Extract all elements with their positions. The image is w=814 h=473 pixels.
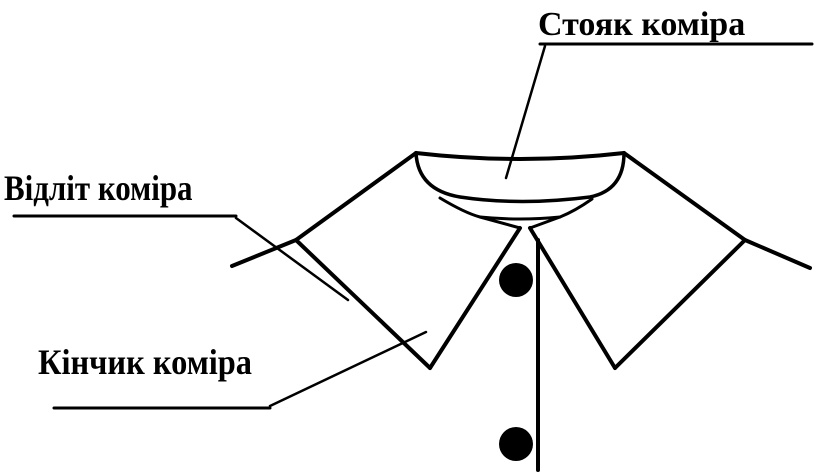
- label-collar-stand: Стояк коміра: [538, 8, 745, 42]
- collar-stand-top-edge: [416, 153, 624, 159]
- right-shoulder-line: [745, 240, 810, 268]
- left-collar-inner-edge: [430, 228, 520, 368]
- label-collar-point: Кінчик коміра: [38, 344, 252, 380]
- left-collar-lower-edge: [296, 240, 430, 368]
- left-shoulder-line: [232, 240, 296, 266]
- label-collar-fall: Відліт коміра: [4, 170, 193, 206]
- button-bottom: [499, 427, 533, 461]
- right-collar-outer-edge: [624, 153, 745, 240]
- leader-line-point-pointer: [270, 332, 426, 406]
- left-collar-outer-edge: [296, 153, 416, 240]
- right-collar-inner-edge: [530, 228, 615, 368]
- button-top: [499, 263, 533, 297]
- right-collar-lower-edge: [615, 240, 745, 368]
